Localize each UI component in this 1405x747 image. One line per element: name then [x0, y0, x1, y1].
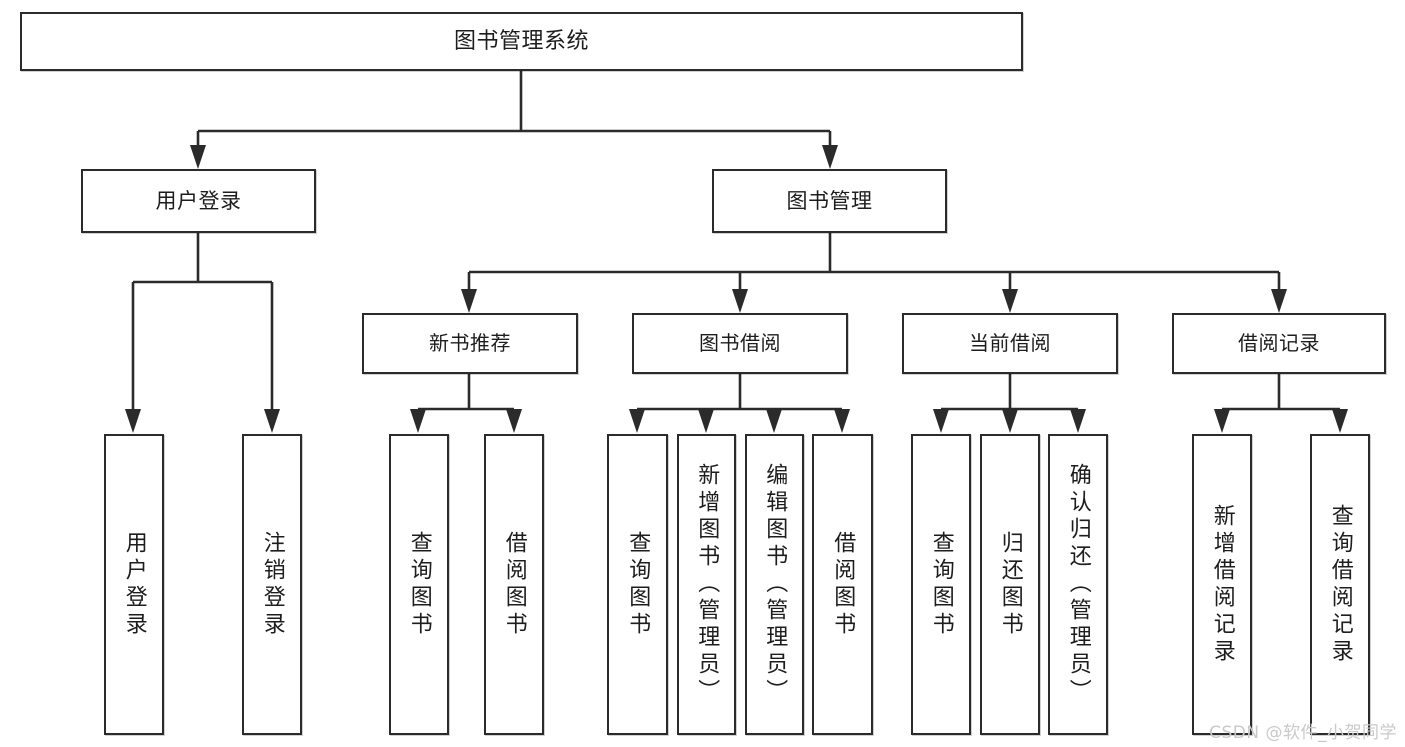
leaf-user-login-logout[interactable]: 注销登录: [242, 434, 302, 735]
node-label: 新增图书（管理员）: [694, 463, 720, 706]
node-label: 借阅图书: [830, 530, 856, 639]
node-user-login[interactable]: 用户登录: [81, 169, 316, 233]
node-label: 查询借阅记录: [1327, 503, 1353, 666]
node-book-borrow[interactable]: 图书借阅: [632, 313, 848, 374]
node-label: 注销登录: [259, 530, 285, 639]
node-label: 借阅图书: [501, 530, 527, 639]
node-new-book-recommend[interactable]: 新书推荐: [362, 313, 578, 374]
node-label: 当前借阅: [969, 330, 1051, 355]
node-label: 查询图书: [928, 530, 954, 639]
node-label: 新书推荐: [429, 330, 511, 355]
leaf-user-login-login[interactable]: 用户登录: [104, 434, 164, 735]
node-label: 借阅记录: [1238, 330, 1320, 355]
node-root-system[interactable]: 图书管理系统: [20, 12, 1023, 71]
node-label: 图书借阅: [699, 330, 781, 355]
node-label: 查询图书: [406, 530, 432, 639]
node-label: 查询图书: [625, 530, 651, 639]
leaf-borrow-borrow-book[interactable]: 借阅图书: [812, 434, 873, 735]
node-label: 新增借阅记录: [1209, 503, 1235, 666]
node-borrow-record[interactable]: 借阅记录: [1172, 313, 1386, 374]
node-label: 用户登录: [121, 530, 147, 639]
node-label: 图书管理: [786, 188, 873, 213]
leaf-record-query-record[interactable]: 查询借阅记录: [1310, 434, 1370, 735]
leaf-borrow-query-book[interactable]: 查询图书: [607, 434, 668, 735]
leaf-recommend-query-book[interactable]: 查询图书: [389, 434, 449, 735]
leaf-current-confirm-return-admin[interactable]: 确认归还（管理员）: [1048, 434, 1108, 735]
leaf-record-add-record[interactable]: 新增借阅记录: [1192, 434, 1252, 735]
node-current-borrow[interactable]: 当前借阅: [902, 313, 1118, 374]
node-label: 归还图书: [997, 530, 1023, 639]
leaf-recommend-borrow-book[interactable]: 借阅图书: [484, 434, 544, 735]
node-book-management[interactable]: 图书管理: [712, 169, 947, 233]
leaf-current-return-book[interactable]: 归还图书: [980, 434, 1040, 735]
node-label: 确认归还（管理员）: [1065, 463, 1091, 706]
node-label: 用户登录: [155, 188, 242, 213]
node-label: 编辑图书（管理员）: [762, 463, 788, 706]
leaf-borrow-add-book-admin[interactable]: 新增图书（管理员）: [677, 434, 736, 735]
watermark-text: CSDN @软件_小贺同学: [1209, 723, 1397, 743]
leaf-borrow-edit-book-admin[interactable]: 编辑图书（管理员）: [745, 434, 804, 735]
node-label: 图书管理系统: [453, 28, 589, 54]
leaf-current-query-book[interactable]: 查询图书: [911, 434, 971, 735]
